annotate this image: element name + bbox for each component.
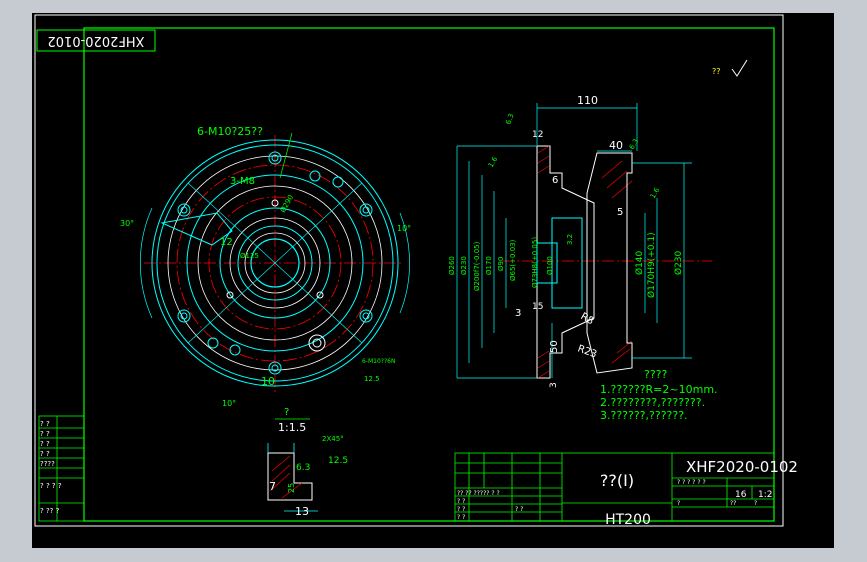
left-table-r6: ? ? ? ?	[40, 482, 62, 490]
dim-50: 50	[549, 340, 560, 353]
title-qty: 16	[735, 490, 747, 500]
dim-bore: Ø125	[240, 252, 259, 260]
title-block	[454, 452, 775, 522]
dia-260: Ø260	[448, 256, 456, 275]
detail-chamfer: 2X45°	[322, 435, 344, 443]
title-row-c: ? ?	[457, 506, 465, 513]
title-sheet-a: ?	[677, 500, 680, 507]
outer-frame	[34, 14, 784, 527]
detail-dim-7: 7	[269, 480, 276, 493]
dia-200: Ø200f7(-0.05)	[473, 241, 481, 291]
angle-left: 30°	[120, 219, 134, 228]
rough-c: 6.3	[628, 137, 640, 151]
dia-90: Ø90	[497, 257, 505, 271]
rough-a: 6.3	[504, 112, 515, 125]
detail-rough-1: 6.3	[296, 463, 310, 473]
drawing-canvas: XHF2020-0102 ??	[32, 13, 834, 548]
mirrored-code-box	[36, 29, 156, 52]
detail-view: ? 1:1.5 2X45° 6.3 12.5 25 7 13	[267, 407, 348, 518]
dia-230r: Ø230	[673, 250, 684, 275]
left-table-text: ? ? ? ? ? ? ? ? ???? ? ? ? ? ? ?? ?	[40, 420, 62, 515]
cad-drawing: XHF2020-0102 ??	[34, 14, 798, 528]
dim-5: 5	[617, 207, 623, 218]
dim-12s: 12	[532, 130, 543, 140]
detail-label: ?	[284, 407, 289, 418]
notes-title: ????	[644, 368, 668, 381]
part-name: ??(I)	[600, 471, 634, 490]
notes-line3: 3.??????,??????.	[600, 409, 688, 422]
dim-r23: R23	[576, 343, 598, 360]
left-table-r7: ? ?? ?	[40, 507, 60, 515]
dim-r8: R8	[579, 311, 596, 327]
section-view: 110 40 12 6 5 3 15 50 3 R8 R23 Ø260 Ø230…	[448, 94, 712, 388]
roughness-note: ??	[712, 67, 721, 76]
mirrored-code: XHF2020-0102	[47, 33, 144, 48]
left-table-r5: ????	[40, 460, 55, 468]
front-view: 6-M10?25?? 3-M8 6-M10??6N 12.5 Ø290 Ø125…	[120, 125, 411, 408]
notes-line2: 2.????????,???????.	[600, 396, 705, 409]
title-row-a: ?? ?? ????? ? ?	[457, 490, 500, 497]
hole-note-2: 3-M8	[230, 176, 255, 187]
inner-frame	[83, 27, 775, 522]
hole-note-1: 6-M10?25??	[197, 125, 263, 138]
dim-10: 10	[261, 375, 275, 388]
dia-100: Ø100	[546, 256, 554, 275]
dia-170: Ø170	[485, 256, 493, 275]
left-table-r1: ? ?	[40, 420, 50, 428]
dia-170h9: Ø170H9(+0.1)	[646, 232, 657, 298]
rough-b: 3.2	[566, 234, 574, 245]
roughness-symbol-icon	[731, 59, 748, 77]
title-header-row: ? ? ? ? ? ?	[677, 479, 706, 486]
material: HT200	[605, 512, 651, 528]
left-table	[38, 415, 85, 522]
dim-6: 6	[552, 175, 558, 186]
title-sheet-c: ?	[754, 500, 757, 507]
dim-12: 12	[220, 237, 233, 248]
title-scale: 1:2	[758, 490, 772, 500]
detail-scale: 1:1.5	[278, 421, 306, 434]
dia-73: Ø73H8(+0.05)	[531, 237, 539, 288]
left-table-r3: ? ?	[40, 440, 50, 448]
title-row-d: ? ?	[457, 514, 465, 521]
title-row-b: ? ?	[457, 498, 465, 505]
title-code: XHF2020-0102	[686, 458, 798, 476]
front-roughness: 12.5	[364, 375, 380, 383]
notes-line1: 1.??????R=2~10mm.	[600, 383, 718, 396]
dim-3b: 3	[549, 382, 559, 388]
left-table-r4: ? ?	[40, 450, 50, 458]
technical-notes: ???? 1.??????R=2~10mm. 2.????????,??????…	[600, 368, 718, 422]
detail-rough-3: 25	[287, 483, 296, 493]
dim-40: 40	[609, 139, 623, 152]
dia-230: Ø230	[460, 256, 468, 275]
angle-right: 10°	[397, 224, 411, 233]
dim-3a: 3	[515, 308, 521, 319]
dim-110: 110	[577, 94, 598, 107]
hole-note-3: 6-M10??6N	[362, 358, 395, 365]
left-table-r2: ? ?	[40, 430, 50, 438]
title-row-e: ? ?	[515, 506, 523, 513]
rough-e: 1.6	[649, 186, 662, 200]
dim-15: 15	[532, 302, 543, 312]
detail-rough-2: 12.5	[328, 456, 348, 466]
title-sheet-b: ??	[730, 500, 736, 507]
angle-bottom: 10°	[222, 399, 236, 408]
rough-d: 1.6	[487, 155, 500, 169]
dia-140: Ø140	[634, 250, 645, 275]
dia-65: Ø65(+0.03)	[509, 239, 517, 281]
detail-dim-13: 13	[295, 505, 309, 518]
